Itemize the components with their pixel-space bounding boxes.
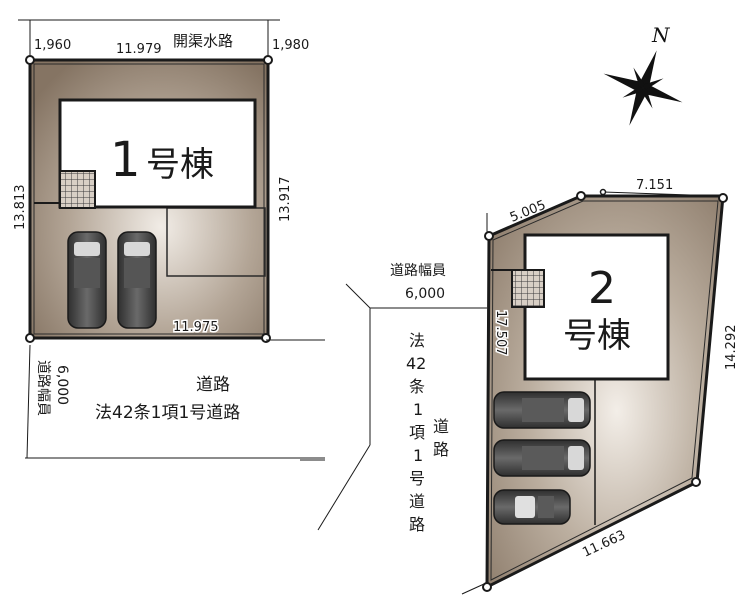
dim-top-left-offset: 1,960 (34, 38, 71, 53)
car-icon (493, 391, 591, 429)
building-1-label: 号棟 (146, 145, 214, 185)
svg-text:条: 条 (409, 377, 425, 396)
svg-text:道: 道 (409, 492, 425, 511)
side-road-width-label: 道路幅員 (390, 263, 446, 279)
porch-grid (59, 170, 96, 209)
dim-lot2-left: 17.507 (493, 310, 508, 356)
car-icon (67, 231, 107, 329)
svg-text:1: 1 (413, 446, 423, 465)
road-bottom: 道路 法42条1項1号道路 道路幅員 6,000 (25, 339, 325, 459)
building-2-number: 2 (588, 263, 616, 314)
building-2 (523, 233, 670, 381)
road-width-value: 6,000 (54, 365, 70, 405)
channel-label: 開渠水路 (173, 32, 233, 50)
porch-grid (511, 269, 545, 308)
road-width-label: 道路幅員 (35, 360, 51, 416)
road-side: 道路幅員 6,000 法 42 条 1 項 1 号 道 路 道 路 (300, 263, 487, 534)
lot-1: 1 号棟 1,960 11.979 開渠水路 1,980 13.813 13.9… (13, 19, 309, 343)
road-type: 法42条1項1号道路 (95, 403, 240, 423)
car-icon (493, 489, 571, 525)
svg-text:項: 項 (409, 423, 425, 442)
svg-text:法: 法 (409, 331, 425, 350)
building-1-number: 1 (110, 132, 141, 188)
side-road-width-value: 6,000 (405, 286, 445, 302)
car-icon (493, 439, 591, 477)
dim-lot1-top: 11.979 (116, 42, 162, 57)
svg-text:道: 道 (433, 417, 449, 436)
building-2-label: 号棟 (563, 316, 631, 356)
dim-lot2-top: 7.151 (636, 178, 673, 193)
svg-text:路: 路 (409, 515, 425, 534)
svg-text:路: 路 (433, 440, 449, 459)
dim-lot2-right: 14.292 (724, 325, 739, 371)
dim-lot1-bottom: 11.975 (173, 320, 219, 335)
lot-2: 2 号棟 5.005 7.151 17.507 14.292 11.663 (461, 178, 739, 595)
compass-north-label: N (651, 23, 671, 47)
dim-top-right-offset: 1,980 (272, 38, 309, 53)
compass-icon (603, 50, 683, 126)
side-road-vertical-text: 法 42 条 1 項 1 号 道 路 道 路 (406, 331, 449, 534)
car-icon (117, 231, 157, 329)
svg-text:42: 42 (406, 354, 426, 373)
svg-text:号: 号 (409, 469, 425, 488)
svg-text:1: 1 (413, 400, 423, 419)
dim-lot1-right: 13.917 (278, 177, 293, 223)
dim-lot1-left: 13.813 (13, 185, 28, 231)
road-title: 道路 (196, 375, 230, 395)
